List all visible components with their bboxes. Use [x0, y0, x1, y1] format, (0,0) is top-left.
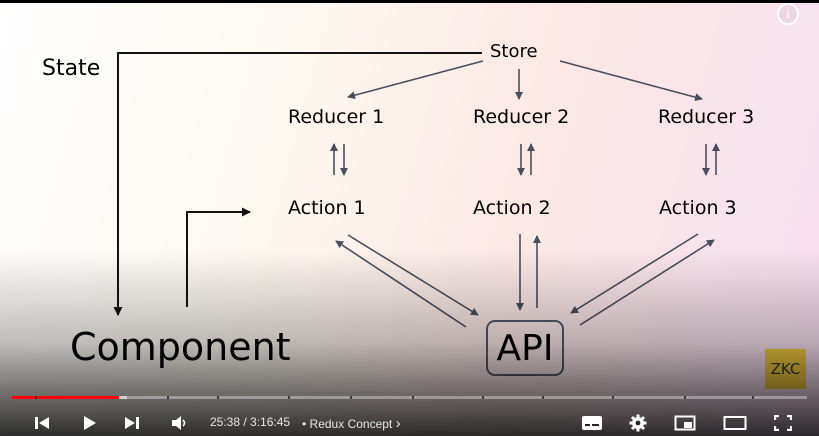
player-controls: 25:38 / 3:16:45 • Redux Concept ›: [0, 409, 819, 436]
progress-track: [12, 396, 807, 399]
miniplayer-icon[interactable]: [671, 409, 699, 436]
fullscreen-icon[interactable]: [769, 409, 797, 436]
chapter-marker: [217, 396, 219, 399]
info-icon[interactable]: i: [777, 3, 799, 25]
skip-previous-icon[interactable]: [30, 409, 54, 436]
chevron-right-icon: ›: [395, 415, 401, 432]
api-to-action1-arrow: [335, 240, 467, 328]
reducer-1-label: Reducer 1: [288, 106, 385, 128]
chapter-marker: [167, 396, 169, 399]
state-label: State: [42, 56, 101, 81]
play-icon[interactable]: [77, 409, 101, 436]
component-label: Component: [70, 325, 291, 369]
reducer-2-label: Reducer 2: [473, 106, 570, 128]
chapter-marker: [542, 396, 544, 399]
action1-to-api-arrow: [347, 234, 479, 316]
time-display: 25:38 / 3:16:45: [210, 415, 291, 429]
redux-diagram: [113, 52, 720, 328]
theater-mode-icon[interactable]: [720, 409, 750, 436]
api-box: API: [486, 320, 564, 376]
action-1-label: Action 1: [288, 197, 366, 219]
reducer-3-label: Reducer 3: [658, 106, 755, 128]
chapter-title: Redux Concept: [309, 417, 393, 431]
chapter-marker: [612, 396, 614, 399]
chapter-marker: [752, 396, 754, 399]
chapter-marker: [35, 396, 37, 399]
skip-next-icon[interactable]: [120, 409, 144, 436]
action3-to-api-arrow: [570, 233, 699, 314]
chapter-marker: [350, 396, 352, 399]
action-2-label: Action 2: [473, 197, 551, 219]
chapter-marker: [288, 396, 290, 399]
store-label: Store: [490, 41, 538, 62]
chapter-marker: [482, 396, 484, 399]
volume-icon[interactable]: [167, 409, 191, 436]
gear-icon[interactable]: [624, 409, 652, 436]
api-to-action3-arrow: [579, 239, 715, 326]
store-to-reducer1-arrow: [347, 60, 484, 100]
chapter-link[interactable]: • Redux Concept ›: [302, 415, 401, 432]
subtitles-icon[interactable]: [578, 409, 606, 436]
channel-watermark[interactable]: ZKC: [765, 349, 806, 389]
chapter-marker: [684, 396, 686, 399]
chapter-separator: •: [302, 417, 307, 431]
progress-played: [12, 396, 120, 399]
store-to-reducer3-arrow: [559, 60, 703, 102]
progress-bar[interactable]: [12, 393, 807, 409]
dispatch-line: [186, 207, 251, 307]
state-line: [113, 52, 482, 316]
chapter-marker: [412, 396, 414, 399]
action-3-label: Action 3: [659, 197, 737, 219]
